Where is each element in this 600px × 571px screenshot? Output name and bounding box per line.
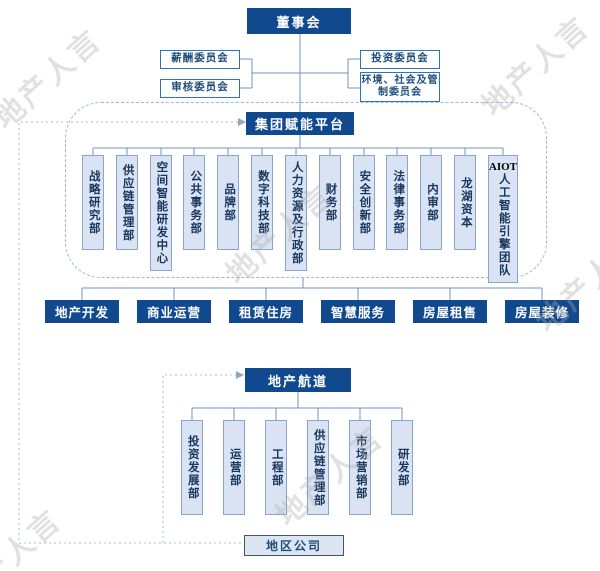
group-platform-label: 集团赋能平台: [254, 117, 345, 132]
estate-dept-box: 运营部: [223, 420, 245, 515]
watermark-text: 地产人言: [0, 503, 69, 571]
estate-dept-box: 供应链管理部: [307, 420, 329, 515]
dept-label: 供应链管理部: [121, 163, 134, 242]
platform-dept-box: 空间智能研发中心: [149, 155, 172, 271]
estate-dept-box: 研发部: [391, 420, 413, 515]
channel-box: 房屋装修: [505, 300, 579, 323]
platform-dept-box: 人力资源及行政部: [284, 155, 307, 271]
dept-label: 运营部: [228, 448, 241, 487]
committee-label: 审核委员会: [171, 82, 229, 94]
estate-channel-box: 地产航道: [245, 368, 351, 392]
estate-dept-box: 投资发展部: [181, 420, 203, 515]
regional-company-label: 地区公司: [265, 539, 322, 553]
channel-label: 智慧服务: [330, 306, 385, 320]
platform-dept-box: 战略研究部: [82, 155, 104, 250]
platform-departments-row: 战略研究部 供应链管理部 空间智能研发中心 公共事务部 品牌部 数字科技部 人力…: [82, 155, 518, 284]
channel-label: 租赁住房: [238, 306, 293, 320]
dept-label: 研发部: [396, 448, 409, 487]
channel-label: 商业运营: [146, 306, 201, 320]
channel-label: 房屋装修: [514, 306, 569, 320]
dept-label: 品牌部: [223, 183, 236, 222]
dept-label: 法律事务部: [392, 170, 405, 235]
estate-dept-box: 工程部: [265, 420, 287, 515]
board-label: 董事会: [276, 14, 322, 30]
dept-label: 安全创新部: [358, 170, 371, 235]
committee-label: 环境、社会及管制委员会: [361, 75, 439, 98]
platform-dept-box: 财务部: [318, 155, 341, 250]
aiot-team-box: AIOT 人工智能引擎团队: [487, 155, 518, 284]
platform-dept-box: 供应链管理部: [115, 155, 138, 250]
dept-label: 财务部: [324, 183, 337, 222]
esg-committee-box: 环境、社会及管制委员会: [360, 72, 440, 102]
channel-label: 地产开发: [54, 306, 109, 320]
dept-label: 内审部: [426, 183, 439, 222]
dept-label: 供应链管理部: [312, 428, 325, 507]
platform-dashed-frame: [65, 102, 547, 278]
dept-label: 市场营销部: [354, 435, 367, 500]
platform-dept-box: 内审部: [420, 155, 443, 250]
aiot-prefix-label: AIOT: [488, 161, 517, 173]
salary-committee-box: 薪酬委员会: [160, 50, 240, 69]
channel-box: 商业运营: [137, 300, 211, 323]
channel-box: 房屋租售: [413, 300, 487, 323]
board-box: 董事会: [247, 8, 351, 34]
dept-label: 龙湖资本: [459, 176, 472, 229]
channel-box: 租赁住房: [229, 300, 303, 323]
dept-label: 工程部: [270, 448, 283, 487]
platform-dept-box: 数字科技部: [251, 155, 274, 250]
platform-dept-box: 龙湖资本: [454, 155, 477, 250]
estate-dept-box: 市场营销部: [349, 420, 371, 515]
dept-label: 公共事务部: [189, 170, 202, 235]
group-platform-box: 集团赋能平台: [246, 112, 354, 135]
dept-label: 空间智能研发中心: [155, 161, 168, 265]
investment-committee-box: 投资委员会: [360, 50, 440, 69]
audit-committee-box: 审核委员会: [160, 79, 240, 98]
channel-label: 房屋租售: [422, 306, 477, 320]
estate-departments-row: 投资发展部 运营部 工程部 供应链管理部 市场营销部 研发部: [181, 420, 413, 515]
platform-dept-box: 公共事务部: [183, 155, 206, 250]
channels-row: 地产开发 商业运营 租赁住房 智慧服务 房屋租售 房屋装修: [45, 300, 579, 323]
channel-box: 智慧服务: [321, 300, 395, 323]
estate-channel-label: 地产航道: [267, 373, 328, 389]
dept-label: 战略研究部: [87, 170, 100, 235]
platform-dept-box: 安全创新部: [352, 155, 375, 250]
committee-label: 投资委员会: [371, 53, 429, 65]
dept-label: 人工智能引擎团队: [497, 173, 510, 278]
regional-company-box: 地区公司: [244, 535, 344, 556]
dept-label: 人力资源及行政部: [290, 161, 303, 265]
platform-dept-box: 品牌部: [217, 155, 240, 250]
dept-label: 投资发展部: [186, 435, 199, 500]
channel-box: 地产开发: [45, 300, 119, 323]
platform-dept-box: 法律事务部: [386, 155, 409, 250]
committee-label: 薪酬委员会: [171, 53, 229, 65]
arrow-right-icon: [236, 371, 244, 379]
dept-label: 数字科技部: [256, 170, 269, 235]
